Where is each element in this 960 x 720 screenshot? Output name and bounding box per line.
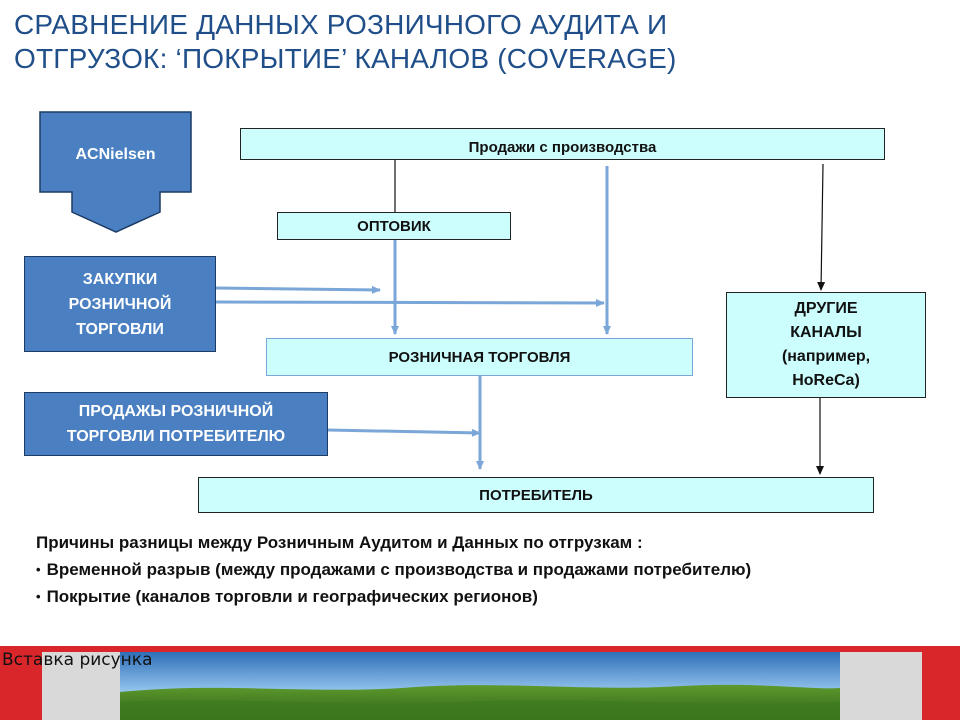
notes-bullet-2: • Покрытие (каналов торговли и географич… [36, 583, 751, 610]
title-line-2: ОТГРУЗОК: ‘ПОКРЫТИЕ’ КАНАЛОВ (COVERAGE) [14, 43, 677, 74]
consumer-box: ПОТРЕБИТЕЛЬ [198, 477, 874, 513]
arrow-purchases-to-production-flow [215, 298, 605, 307]
retail-box: РОЗНИЧНАЯ ТОРГОВЛЯ [266, 338, 693, 376]
other-channels-line-4: HoReCa) [792, 372, 860, 389]
production-sales-box: Продажи с производства [240, 128, 885, 160]
other-channels-line-1: ДРУГИЕ [794, 300, 858, 317]
notes-heading: Причины разницы между Розничным Аудитом … [36, 533, 643, 552]
landscape-image [42, 652, 922, 720]
retail-purchases-line-3: ТОРГОВЛИ [76, 320, 164, 338]
retail-sales-line-1: ПРОДАЖЫ РОЗНИЧНОЙ [78, 403, 274, 420]
title-line-1: СРАВНЕНИЕ ДАННЫХ РОЗНИЧНОГО АУДИТА И [14, 9, 668, 40]
acnielsen-label: ACNielsen [40, 128, 191, 180]
arrow-production-to-other [817, 163, 826, 291]
footer-landscape-image [42, 652, 922, 720]
insert-picture-label[interactable]: Вставка рисунка [2, 650, 153, 670]
bullet-dot-icon: • [36, 589, 41, 604]
acnielsen-text: ACNielsen [75, 145, 156, 163]
acnielsen-arrow-shape [39, 111, 192, 233]
retail-purchases-box: ЗАКУПКИ РОЗНИЧНОЙ ТОРГОВЛИ [24, 256, 216, 352]
retail-text: РОЗНИЧНАЯ ТОРГОВЛЯ [388, 348, 571, 366]
retail-sales-consumer-box: ПРОДАЖЫ РОЗНИЧНОЙ ТОРГОВЛИ ПОТРЕБИТЕЛЮ [24, 392, 328, 456]
notes-bullet-1: • Временной разрыв (между продажами с пр… [36, 556, 751, 583]
other-channels-box: ДРУГИЕ КАНАЛЫ (например, HoReCa) [726, 292, 926, 398]
slide-title: СРАВНЕНИЕ ДАННЫХ РОЗНИЧНОГО АУДИТА И ОТГ… [14, 8, 914, 76]
retail-sales-line-2: ТОРГОВЛИ ПОТРЕБИТЕЛЮ [66, 428, 286, 445]
production-sales-text: Продажи с производства [468, 138, 657, 156]
other-channels-line-2: КАНАЛЫ [790, 324, 862, 341]
bullet-dot-icon: • [36, 562, 41, 577]
notes-bullet-2-text: Покрытие (каналов торговли и географичес… [46, 587, 538, 606]
arrow-purchases-to-wholesale-flow [215, 285, 381, 294]
retail-purchases-line-1: ЗАКУПКИ [82, 270, 158, 288]
retail-purchases-line-2: РОЗНИЧНОЙ [68, 295, 172, 313]
wholesaler-text: ОПТОВИК [357, 217, 431, 235]
wholesaler-box: ОПТОВИК [277, 212, 511, 240]
consumer-text: ПОТРЕБИТЕЛЬ [479, 486, 593, 504]
arrow-retail-sales-to-flow [327, 428, 481, 437]
notes-bullet-1-text: Временной разрыв (между продажами с прои… [46, 560, 752, 579]
notes-block: Причины разницы между Розничным Аудитом … [36, 529, 751, 610]
other-channels-line-3: (например, [781, 348, 871, 365]
